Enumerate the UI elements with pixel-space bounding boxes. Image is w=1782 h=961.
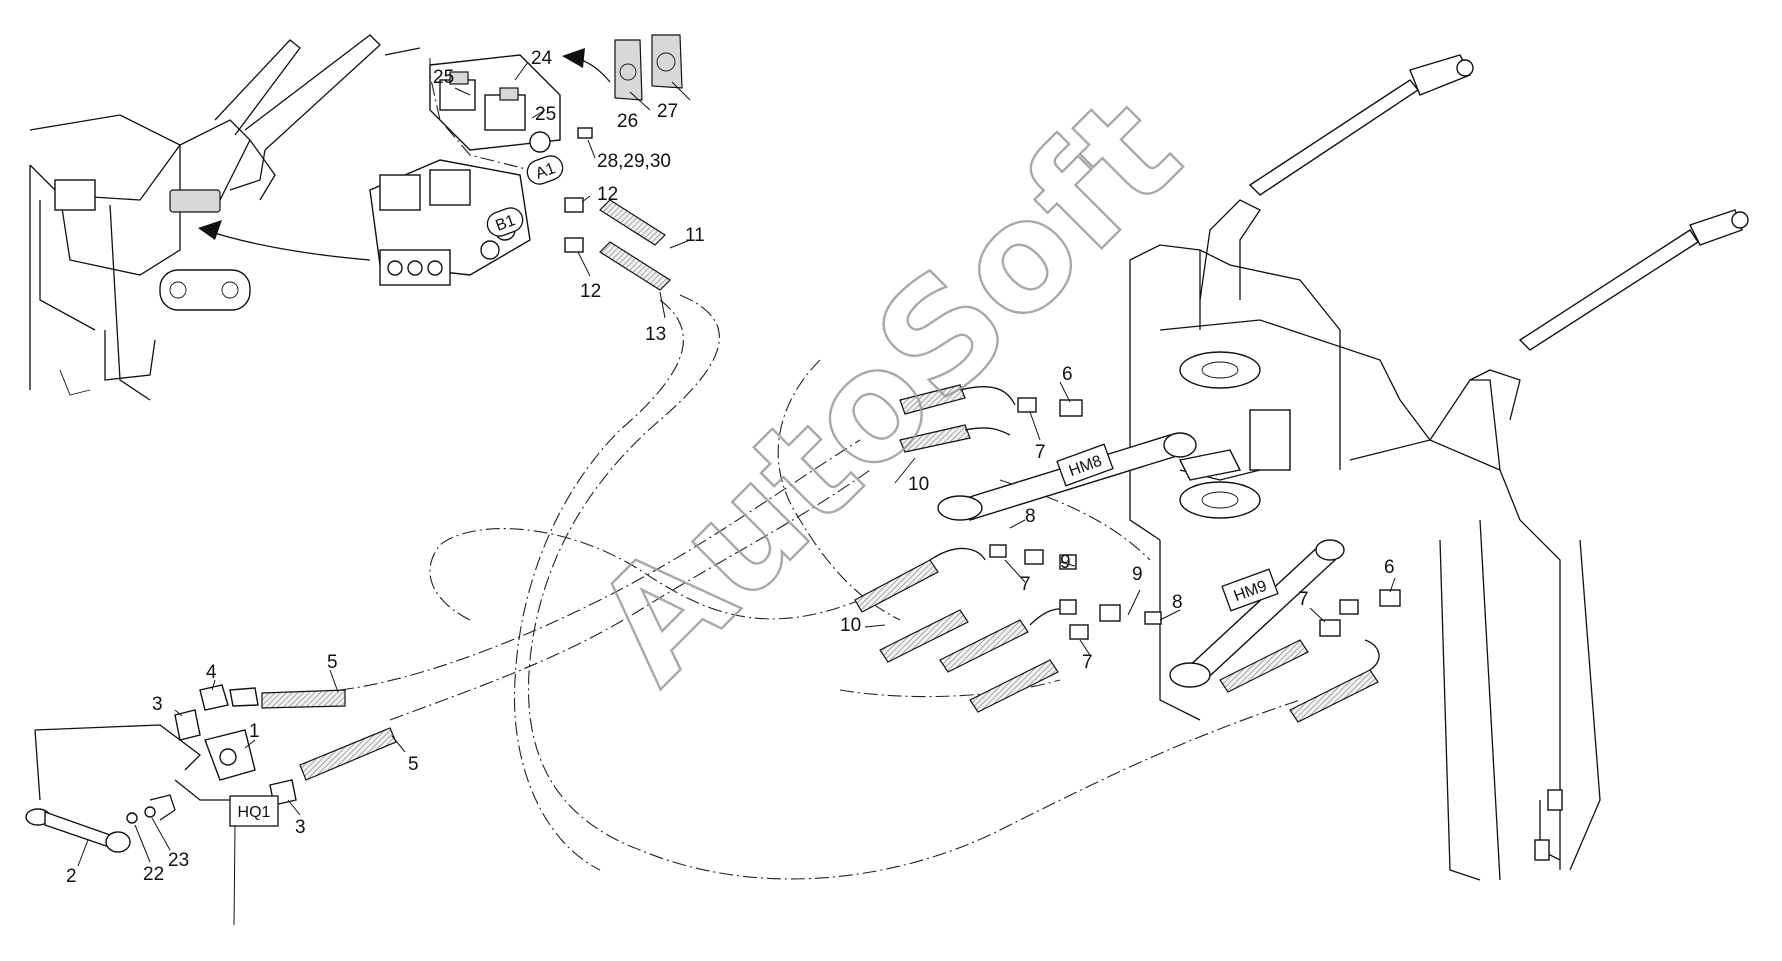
- callout-13: 13: [645, 324, 666, 345]
- callout-27: 27: [657, 101, 678, 122]
- pointer-arrows: [198, 48, 611, 261]
- callout-leaders: [77, 61, 1396, 867]
- callout-2: 2: [66, 866, 77, 887]
- callout-22: 22: [143, 864, 164, 885]
- hose-routing-dashed-lines: [339, 294, 1301, 880]
- callout-12-lower: 12: [580, 281, 601, 302]
- callout-3-lower: 3: [295, 817, 306, 838]
- callout-1: 1: [249, 721, 260, 742]
- tag-hm9: HM9: [1221, 568, 1279, 612]
- upper-cylinders: [1178, 54, 1749, 481]
- right-hose-group: [1219, 589, 1401, 723]
- callout-numbers: 24 25 25 26 27 28,29,30 12 11 12 13 6 7 …: [66, 48, 1395, 887]
- svg-text:B1: B1: [493, 212, 517, 235]
- tag-a1: A1: [526, 155, 564, 185]
- seal-kit-bags: [614, 34, 683, 101]
- callout-11: 11: [685, 225, 705, 246]
- ball-valve-assembly: [25, 684, 397, 853]
- callout-8-lower: 8: [1172, 592, 1183, 613]
- machine-overview: [29, 34, 381, 401]
- callout-26: 26: [617, 111, 638, 132]
- upper-fittings-and-hoses: [564, 127, 671, 291]
- callout-7-right: 7: [1298, 589, 1309, 610]
- lower-valve-block: [369, 159, 531, 286]
- svg-text:A1: A1: [533, 160, 557, 183]
- callout-23: 23: [168, 850, 189, 871]
- callout-12-upper: 12: [597, 184, 618, 205]
- middle-hose-group: [854, 384, 1162, 713]
- callout-24: 24: [531, 48, 553, 69]
- callout-10-lower: 10: [840, 615, 861, 636]
- callout-7-upper: 7: [1035, 442, 1046, 463]
- callout-25-right: 25: [535, 104, 556, 125]
- callout-3-upper: 3: [152, 694, 163, 715]
- callout-28-29-30: 28,29,30: [597, 151, 671, 172]
- callout-10-upper: 10: [908, 474, 929, 495]
- callout-7-lower: 7: [1082, 652, 1093, 673]
- callout-9-upper: 9: [1060, 552, 1071, 573]
- callout-5-upper: 5: [327, 652, 338, 673]
- callout-25-left: 25: [433, 67, 454, 88]
- callout-6-middle: 6: [1062, 364, 1073, 385]
- svg-text:HQ1: HQ1: [238, 804, 271, 821]
- callout-8-upper: 8: [1025, 506, 1036, 527]
- tag-b1: B1: [486, 207, 524, 237]
- tag-hq1: HQ1: [229, 795, 279, 926]
- callout-7-middle: 7: [1020, 574, 1031, 595]
- tag-hm8: HM8: [1056, 443, 1114, 487]
- callout-4: 4: [206, 662, 217, 683]
- callout-9-lower: 9: [1132, 564, 1143, 585]
- callout-6-right: 6: [1384, 557, 1395, 578]
- callout-5-lower: 5: [408, 754, 419, 775]
- frame-structure: [1129, 199, 1601, 881]
